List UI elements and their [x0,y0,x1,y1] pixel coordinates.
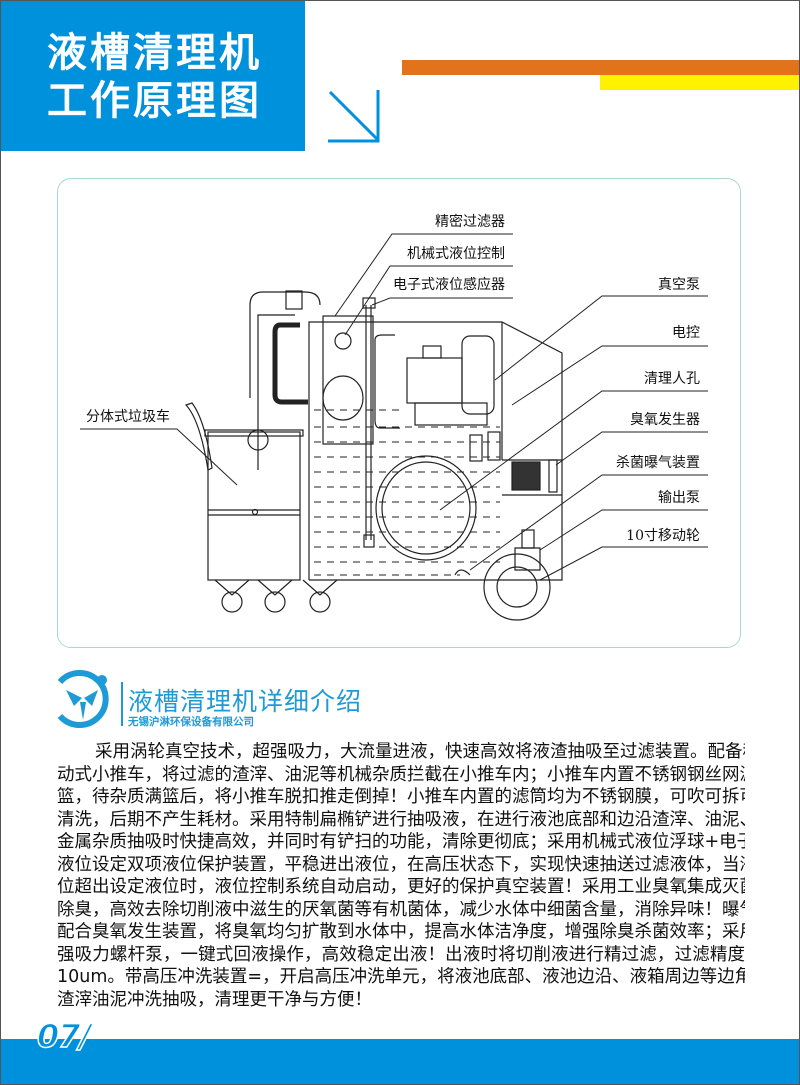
output-pump [521,529,535,549]
company-name: 无锡沪淋环保设备有限公司 [128,716,254,728]
cleaning-manhole [375,455,477,561]
caster-wheels [214,579,338,613]
precision-filter [247,290,374,470]
diagram-panel [57,178,741,648]
text-line: 10um。带高压冲洗装置=，开启高压冲洗单元，将液池底部、液池边沿、液箱周边等边… [57,967,745,987]
company-logo-icon [57,670,109,728]
text-line: 篮，待杂质满篮后，将小推车脱扣推走倒掉！小推车内置的滤筒均为不锈钢膜，可吹可拆可 [57,787,745,807]
title-line-2: 工作原理图 [47,78,262,124]
label-output-pump: 输出泵 [658,490,700,506]
yellow-accent-bar [600,75,800,90]
text-line: 渣滓油泥冲洗抽吸，清理更干净与方便！ [57,989,372,1010]
ozone-generator [469,434,483,462]
label-electronic-level-sensor: 电子式液位感应器 [393,276,505,293]
label-precision-filter: 精密过滤器 [435,213,505,230]
text-line: 动式小推车，将过滤的渣滓、油泥等机械杂质拦截在小推车内；小推车内置不锈钢钢丝网滤 [57,764,745,785]
text-line: 金属杂质抽吸时快捷高效，并同时有铲扫的功能，清除更彻底；采用机械式液位浮球+电子 [57,832,745,852]
vacuum-pump [374,334,495,429]
text-line: 采用涡轮真空技术，超强吸力，大流量进液，快速高效将液渣抽吸至过滤装置。配备移 [95,742,745,762]
electrical-box [511,461,541,491]
main-tank [308,321,563,581]
label-split-trash-cart: 分体式垃圾车 [86,408,170,425]
description-text: 采用涡轮真空技术，超强吸力，大流量进液，快速高效将液渣抽吸至过滤装置。配备移 动… [57,741,745,1011]
title-divider [121,682,123,726]
label-sterilizing-aeration: 杀菌曝气装置 [616,455,700,471]
text-line: 液位设定双项液位保护装置，平稳进出液位，在高压状态下，实现快速抽送过滤液体，当液 [57,854,745,875]
label-moving-wheel: 10寸移动轮 [626,528,700,544]
text-line: 清洗，后期不产生耗材。采用特制扁椭铲进行抽吸液，在进行液池底部和边沿渣滓、油泥、 [57,809,745,830]
footer-bar [0,1039,800,1085]
label-mechanical-level-control: 机械式液位控制 [407,246,505,262]
section-title: 液槽清理机详细介绍 [128,687,363,716]
orange-accent-bar [402,60,800,75]
text-line: 强吸力螺杆泵，一键式回液操作，高效稳定出液！出液时将切削液进行精过滤，过滤精度 [57,944,745,965]
label-electrical-control: 电控 [672,325,700,341]
big-wheel [483,553,551,621]
header-title-block: 液槽清理机 工作原理图 [0,0,305,151]
arrow-down-right-icon [328,90,380,143]
machine-diagram: 精密过滤器 机械式液位控制 电子式液位感应器 真空泵 电控 清理人孔 臭氧发生器… [80,213,708,621]
label-cleaning-manhole: 清理人孔 [644,371,700,387]
text-line: 位超出设定液位时，液位控制系统自动启动，更好的保护真空装置！采用工业臭氧集成灭菌 [57,877,745,897]
split-trash-cart [184,402,338,613]
text-line: 配合臭氧发生装置，将臭氧均匀扩散到水体中，提高水体洁净度，增强除臭杀菌效率；采用 [57,922,745,942]
page-number: 07/ [36,1016,92,1056]
label-ozone-generator: 臭氧发生器 [630,412,700,428]
text-line: 除臭，高效去除切削液中滋生的厌氧菌等有机菌体，减少水体中细菌含量，消除异味！曝气 [57,899,745,920]
title-line-1: 液槽清理机 [47,30,262,76]
label-vacuum-pump: 真空泵 [658,277,700,293]
